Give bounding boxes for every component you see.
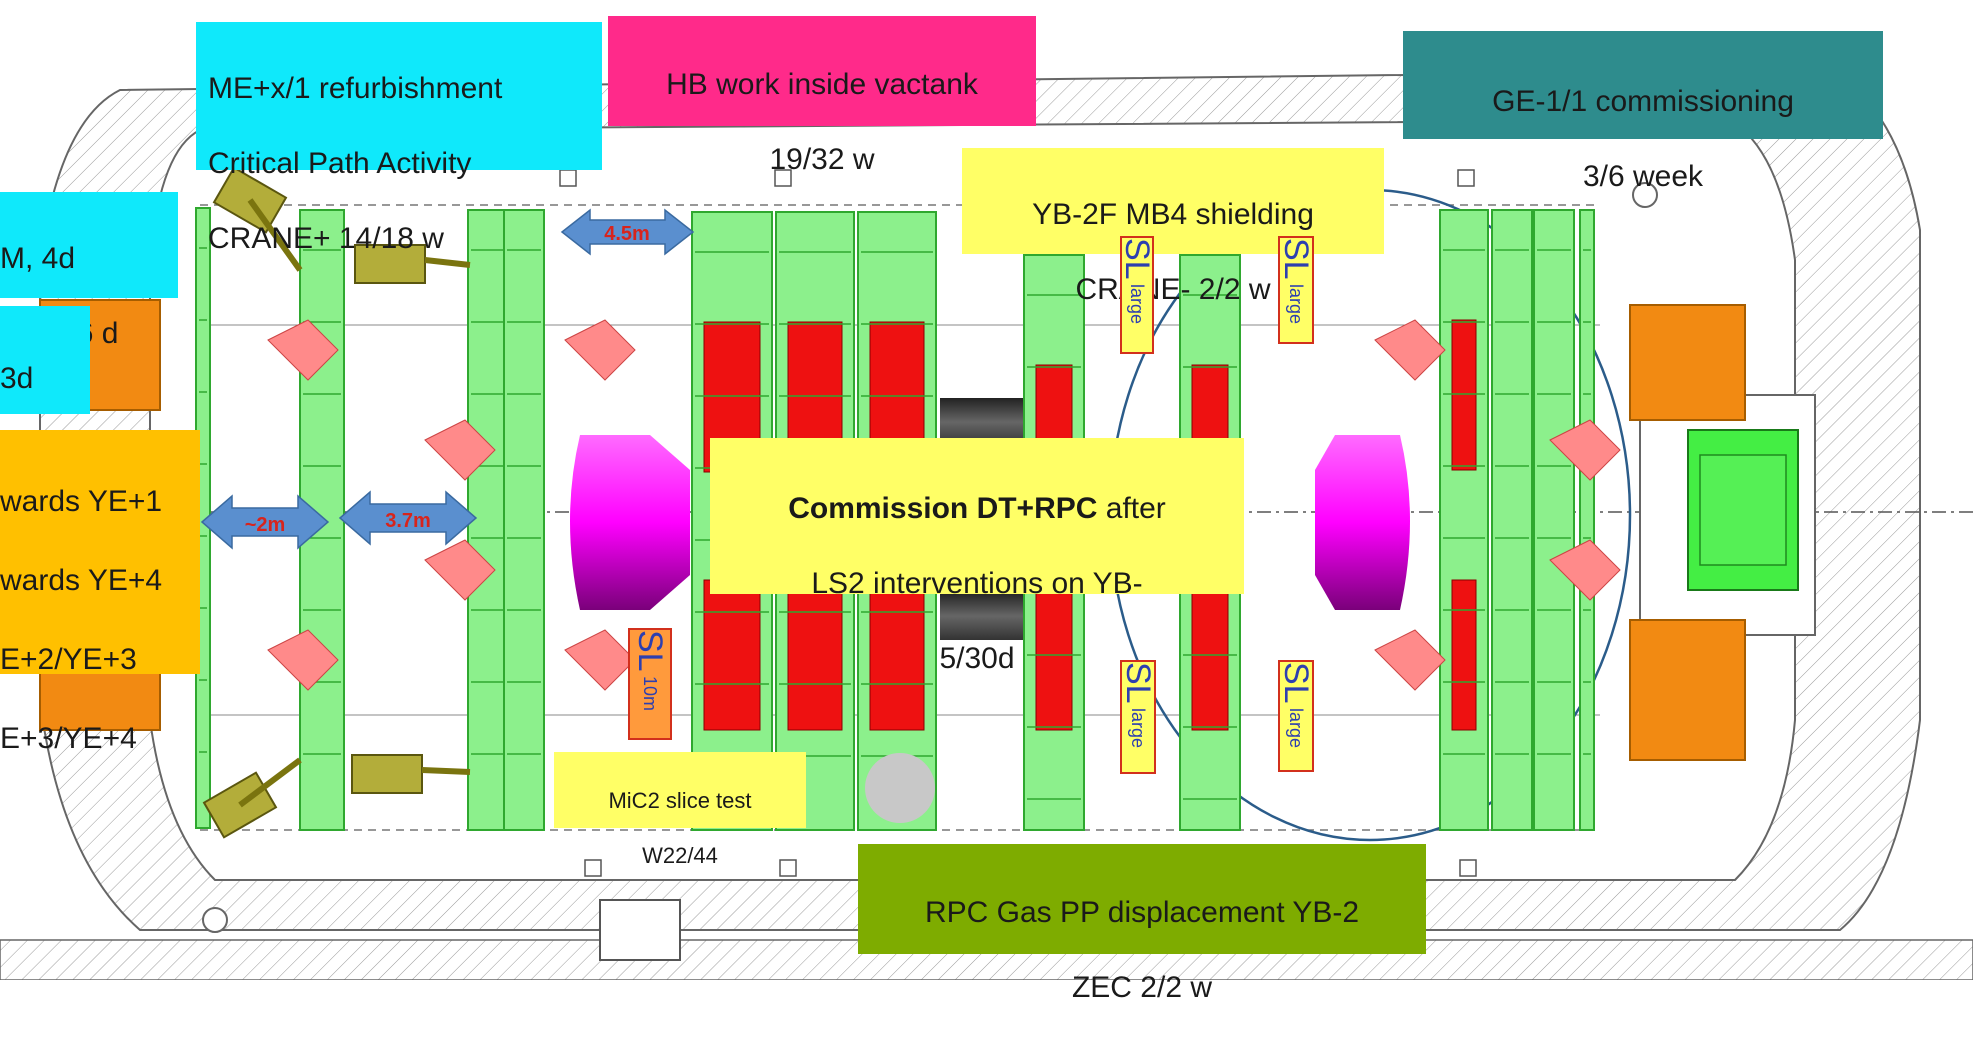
cavern-layout: 4.5m ~2m 3.7m ME+x/1 refurbishment Criti… bbox=[0, 16, 1973, 1004]
sl-tag-left-small: 10m bbox=[640, 675, 660, 711]
support-block-4 bbox=[564, 319, 636, 381]
detector-wheel-12 bbox=[1579, 209, 1595, 831]
hatch-icon bbox=[584, 859, 602, 877]
note-commission-bold: Commission DT+RPC bbox=[788, 491, 1098, 525]
endcap-left bbox=[570, 435, 690, 610]
gray-disc bbox=[865, 753, 935, 823]
note-yb-shielding: YB-2F MB4 shielding CRANE- 2/2 w bbox=[962, 148, 1384, 306]
support-block-0 bbox=[267, 319, 339, 381]
sl-tag-left: SL 10m bbox=[628, 628, 672, 740]
note-me-line-3: CRANE+ 14/18 w bbox=[208, 221, 444, 255]
chamber-lower-4 bbox=[703, 579, 761, 731]
sl-tag-top-mid-big: SL bbox=[1120, 238, 1154, 280]
note-hb-work: HB work inside vactank 19/32 w bbox=[608, 16, 1036, 176]
note-left-b-line-1: 3d bbox=[0, 361, 34, 395]
note-ge-line-1: GE-1/1 commissioning bbox=[1492, 84, 1794, 118]
note-left-cut-a: M, 4d au) 6/6 d bbox=[0, 192, 178, 350]
note-mic2-line-2: W22/44 bbox=[642, 842, 718, 868]
note-left-cut-b: 3d bbox=[0, 306, 90, 414]
note-left-moves-4: E+3/YE+4 bbox=[0, 722, 137, 756]
note-left-moves-3: E+2/YE+3 bbox=[0, 642, 137, 676]
sl-tag-bot-right-small: large bbox=[1286, 707, 1306, 748]
support-block-1 bbox=[267, 629, 339, 691]
hatch-icon bbox=[1457, 169, 1475, 187]
note-mic2: MiC2 slice test W22/44 bbox=[554, 752, 806, 868]
detector-wheel-3 bbox=[503, 209, 545, 831]
distance-arrow-2m: ~2m bbox=[200, 494, 330, 550]
cavern-drawing: 4.5m ~2m 3.7m bbox=[0, 68, 1973, 980]
sl-tag-top-mid-small: large bbox=[1127, 283, 1147, 324]
sl-tag-bot-right: SL large bbox=[1278, 660, 1314, 772]
support-block-7 bbox=[1374, 629, 1446, 691]
arrow-label-4-5m: 4.5m bbox=[604, 223, 650, 245]
hatch-icon bbox=[774, 169, 792, 187]
note-left-moves-1: wards YE+1 bbox=[0, 484, 163, 518]
sl-tag-bot-right-big: SL bbox=[1278, 662, 1314, 704]
chamber-upper-9 bbox=[1451, 319, 1477, 471]
sl-tag-top-right-small: large bbox=[1286, 283, 1306, 324]
note-left-moves: wards YE+1 wards YE+4 E+2/YE+3 E+3/YE+4 bbox=[0, 430, 200, 755]
arrow-label-2m: ~2m bbox=[245, 514, 286, 536]
crane-icon bbox=[202, 166, 471, 839]
note-hb-line-1: HB work inside vactank bbox=[666, 67, 978, 101]
right-orange-machine bbox=[1629, 304, 1746, 761]
note-commission-line-1: Commission DT+RPC after bbox=[720, 490, 1234, 528]
support-block-6 bbox=[1374, 319, 1446, 381]
support-block-8 bbox=[1549, 419, 1621, 481]
sl-tag-top-mid: SL large bbox=[1120, 236, 1154, 354]
note-rpc-line-2: ZEC 2/2 w bbox=[1071, 970, 1213, 1004]
sl-tag-bot-mid-small: large bbox=[1128, 707, 1148, 748]
sl-tag-left-big: SL bbox=[631, 630, 669, 672]
detector-wheel-10 bbox=[1491, 209, 1533, 831]
support-block-2 bbox=[424, 419, 496, 481]
distance-arrow-4-5m: 4.5m bbox=[560, 208, 695, 256]
detector-wheel-11 bbox=[1533, 209, 1575, 831]
sl-tag-bot-mid: SL large bbox=[1120, 660, 1156, 774]
floor-hatches bbox=[559, 169, 1477, 877]
note-commission-after: after bbox=[1097, 491, 1166, 525]
note-commission-line-2: LS2 interventions on YB- bbox=[811, 566, 1143, 600]
arrow-label-3-7m: 3.7m bbox=[385, 510, 431, 532]
note-left-moves-2: wards YE+4 bbox=[0, 563, 163, 597]
note-left-a-line-1: M, 4d bbox=[0, 241, 76, 275]
detector-wheel-9 bbox=[1439, 209, 1489, 831]
distance-arrow-3-7m: 3.7m bbox=[338, 490, 478, 546]
hatch-icon bbox=[779, 859, 797, 877]
note-me-refurbishment: ME+x/1 refurbishment Critical Path Activ… bbox=[196, 22, 602, 255]
note-ge-commissioning: GE-1/1 commissioning 3/6 week bbox=[1403, 31, 1883, 193]
endcap-right bbox=[1315, 435, 1410, 610]
chamber-lower-6 bbox=[869, 579, 925, 731]
hatch-icon bbox=[559, 169, 577, 187]
note-rpc-line-1: RPC Gas PP displacement YB-2 bbox=[924, 895, 1360, 929]
note-mic2-line-1: MiC2 slice test bbox=[608, 787, 752, 813]
note-hb-line-2: 19/32 w bbox=[769, 142, 875, 176]
note-me-line-1: ME+x/1 refurbishment bbox=[208, 71, 503, 105]
hatch-icon bbox=[1459, 859, 1477, 877]
note-ge-line-2: 3/6 week bbox=[1582, 159, 1704, 193]
sl-tag-top-right-big: SL bbox=[1278, 238, 1314, 280]
floor-pit bbox=[599, 899, 681, 961]
note-commission-line-3: 5/30d bbox=[939, 641, 1015, 675]
note-me-line-2: Critical Path Activity bbox=[208, 146, 472, 180]
note-commission-dt-rpc: Commission DT+RPC after LS2 intervention… bbox=[710, 438, 1244, 675]
sl-tag-top-right: SL large bbox=[1278, 236, 1314, 344]
chamber-lower-9 bbox=[1451, 579, 1477, 731]
support-block-9 bbox=[1549, 539, 1621, 601]
note-rpc-gas: RPC Gas PP displacement YB-2 ZEC 2/2 w bbox=[858, 844, 1426, 1004]
sl-tag-bot-mid-big: SL bbox=[1120, 662, 1156, 704]
note-yb-line-1: YB-2F MB4 shielding bbox=[1032, 197, 1314, 231]
support-block-3 bbox=[424, 539, 496, 601]
